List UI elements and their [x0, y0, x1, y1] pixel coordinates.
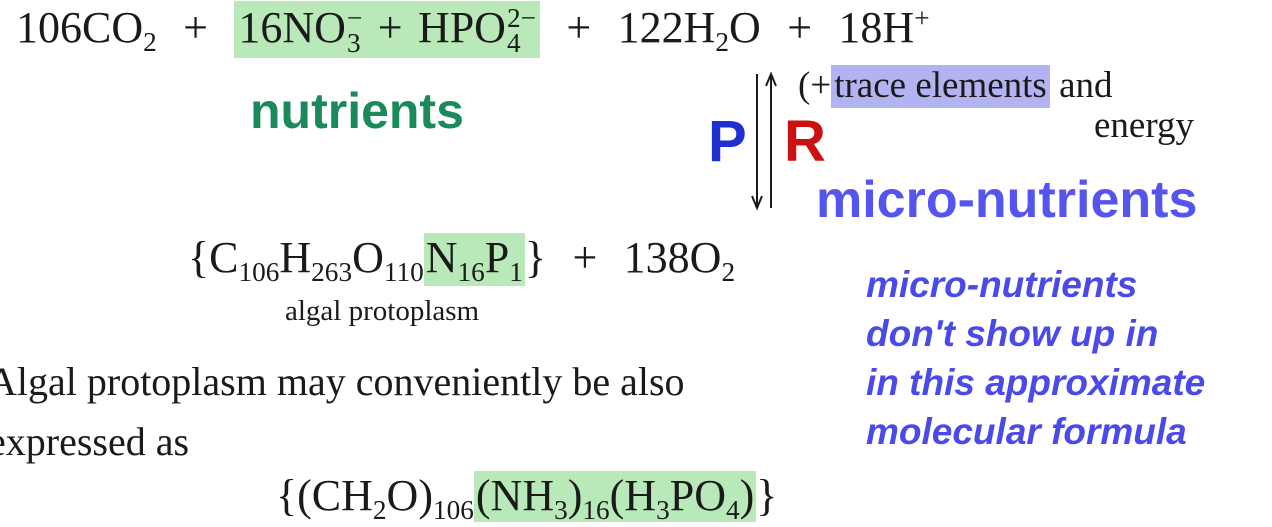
nh3-close: )	[567, 471, 583, 520]
note-line: micro-nutrients	[866, 264, 1138, 305]
photosynthesis-label: P	[708, 109, 747, 174]
h2o-hydrogen: H	[683, 3, 716, 52]
brace-close: }	[756, 471, 778, 520]
respiration-label: R	[784, 109, 826, 174]
ch2o-multiplier: 106	[432, 494, 474, 525]
h3po4-open: (H	[609, 471, 657, 520]
reversible-arrows-icon	[751, 72, 777, 211]
nitrogen: N	[425, 233, 458, 282]
nutrients-label: nutrients	[250, 83, 464, 139]
carbon: C	[209, 233, 239, 282]
nitrogen-subscript: 16	[457, 256, 485, 287]
plus-sign: +	[787, 3, 813, 52]
hydrogen: H	[279, 233, 312, 282]
trace-elements-highlight: trace elements	[831, 65, 1050, 108]
no3-base: NO	[282, 3, 346, 52]
carbon-subscript: 106	[238, 256, 280, 287]
paragraph-line: Algal protoplasm may conveniently be als…	[0, 359, 685, 404]
ch2o-open: {(CH	[276, 471, 373, 520]
phosphorus: P	[484, 233, 510, 282]
no3-scripts: −3	[346, 3, 363, 58]
hpo4-scripts: 2−4	[506, 3, 536, 58]
no3-coefficient: 16	[238, 3, 283, 52]
brace-open: {	[188, 233, 210, 282]
o2-base: O	[689, 233, 722, 282]
nh3-h3po4-highlight: (NH3)16(H3PO4)	[473, 471, 757, 525]
energy-word: energy	[1094, 105, 1194, 146]
paragraph-line: expressed as	[0, 419, 190, 464]
brace-close: }	[524, 233, 547, 282]
hydrogen-subscript: 263	[311, 256, 353, 287]
hpo4-superscript: 2−	[506, 3, 536, 34]
micro-nutrients-label: micro-nutrients	[816, 171, 1198, 229]
trace-prefix: (+	[798, 65, 832, 106]
np-highlight: N16P1	[423, 233, 525, 287]
nh3-subscript: 3	[554, 494, 568, 525]
nh3-multiplier: 16	[582, 494, 610, 525]
h2o-coefficient: 122	[617, 3, 684, 52]
alternate-formula: {(CH2O)106(NH3)16(H3PO4)}	[276, 470, 778, 525]
nh3-open: (NH	[475, 471, 555, 520]
oxygen-subscript: 110	[383, 256, 424, 287]
ch2o-subscript: 2	[372, 494, 387, 525]
oxygen: O	[352, 233, 384, 282]
plus-sign: +	[377, 3, 403, 52]
and-word: and	[1059, 65, 1113, 106]
co2-coefficient: 106	[16, 3, 82, 52]
co2-base: CO	[82, 3, 144, 52]
no3-superscript: −	[346, 3, 363, 34]
note-line: in this approximate	[866, 362, 1206, 403]
plus-sign: +	[183, 3, 208, 52]
hplus-coefficient: 18	[838, 3, 883, 52]
micro-nutrients-note: micro-nutrients don't show up in in this…	[866, 260, 1205, 456]
plus-sign: +	[572, 233, 598, 282]
h3po4-close: )	[739, 471, 755, 520]
o2-subscript: 2	[721, 256, 736, 287]
trace-elements-note: (+trace elements and	[798, 64, 1113, 108]
protoplasm-formula: {C106H263O110N16P1} + 138O2	[188, 232, 735, 287]
o2-coefficient: 138	[623, 233, 690, 282]
ch2o-close: O)	[386, 471, 433, 520]
algal-protoplasm-caption: algal protoplasm	[285, 295, 480, 327]
phosphorus-subscript: 1	[509, 256, 523, 287]
hplus-superscript: +	[914, 3, 930, 33]
h3po4-mid: PO	[669, 471, 726, 520]
h3po4-subscript-o: 4	[725, 494, 740, 525]
hplus-hydrogen: H	[882, 3, 915, 52]
co2-subscript: 2	[143, 26, 157, 57]
plus-sign: +	[566, 3, 592, 52]
note-line: don't show up in	[866, 313, 1159, 354]
hpo4-base: HPO	[417, 3, 506, 52]
h3po4-subscript-h: 3	[656, 494, 670, 525]
note-line: molecular formula	[866, 411, 1187, 452]
hpo4-subscript: 4	[506, 27, 521, 58]
h2o-subscript: 2	[715, 26, 730, 57]
h2o-oxygen: O	[729, 3, 761, 52]
no3-subscript: 3	[346, 27, 361, 58]
